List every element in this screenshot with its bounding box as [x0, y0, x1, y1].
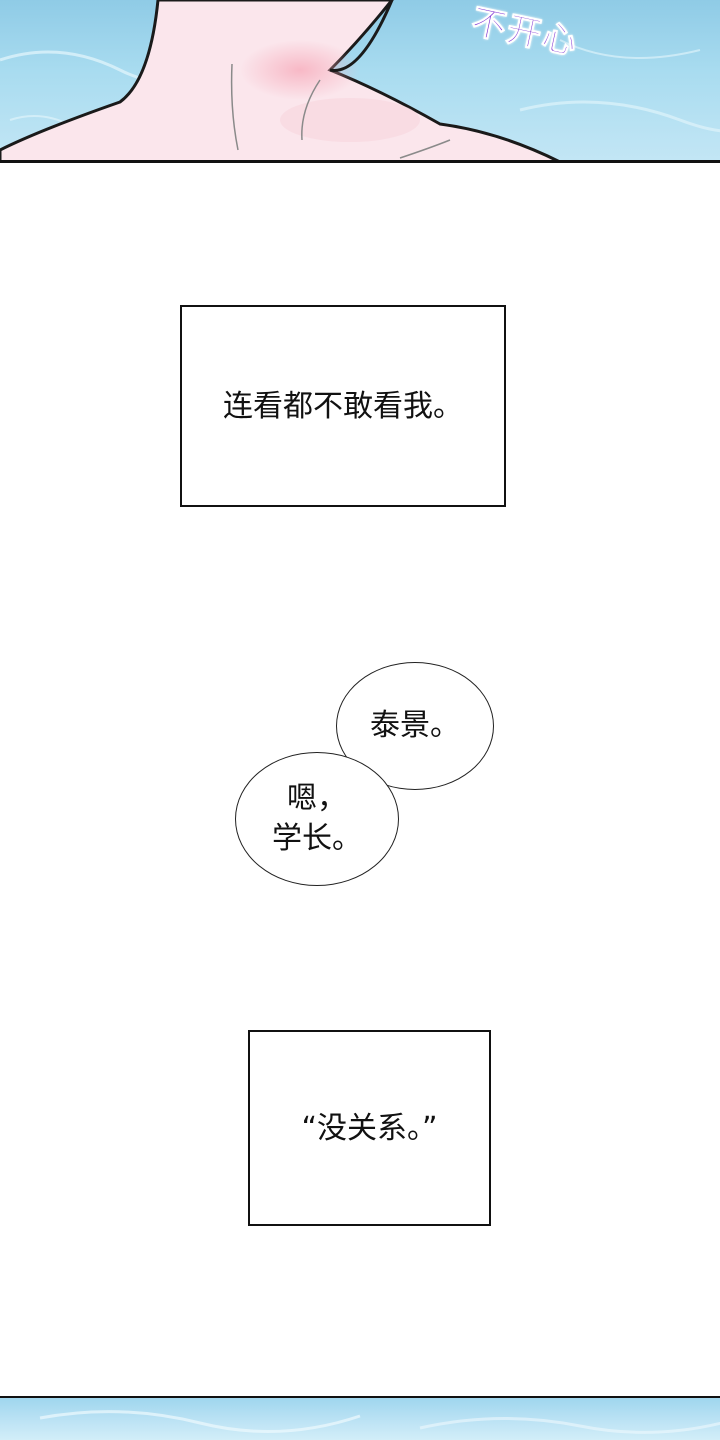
character-neck-illustration [0, 0, 720, 162]
panel-divider-top [0, 160, 720, 163]
water-light-illustration [39, 1410, 720, 1434]
top-illustration-panel: 不开心 [0, 0, 720, 162]
speech-bubble-2: 嗯， 学长。 [235, 752, 399, 886]
caption-text-2: “没关系。” [301, 1110, 438, 1146]
speech-bubble-1-text: 泰景。 [370, 707, 460, 743]
caption-box-2: “没关系。” [248, 1030, 491, 1226]
speech-bubble-2-line-1: 嗯， [287, 780, 347, 816]
caption-text-1: 连看都不敢看我。 [223, 388, 463, 424]
speech-bubble-2-line-2: 学长。 [272, 821, 362, 856]
caption-box-1: 连看都不敢看我。 [180, 305, 506, 507]
panel-divider-bottom [0, 1396, 720, 1399]
bottom-illustration-panel [0, 1398, 720, 1440]
